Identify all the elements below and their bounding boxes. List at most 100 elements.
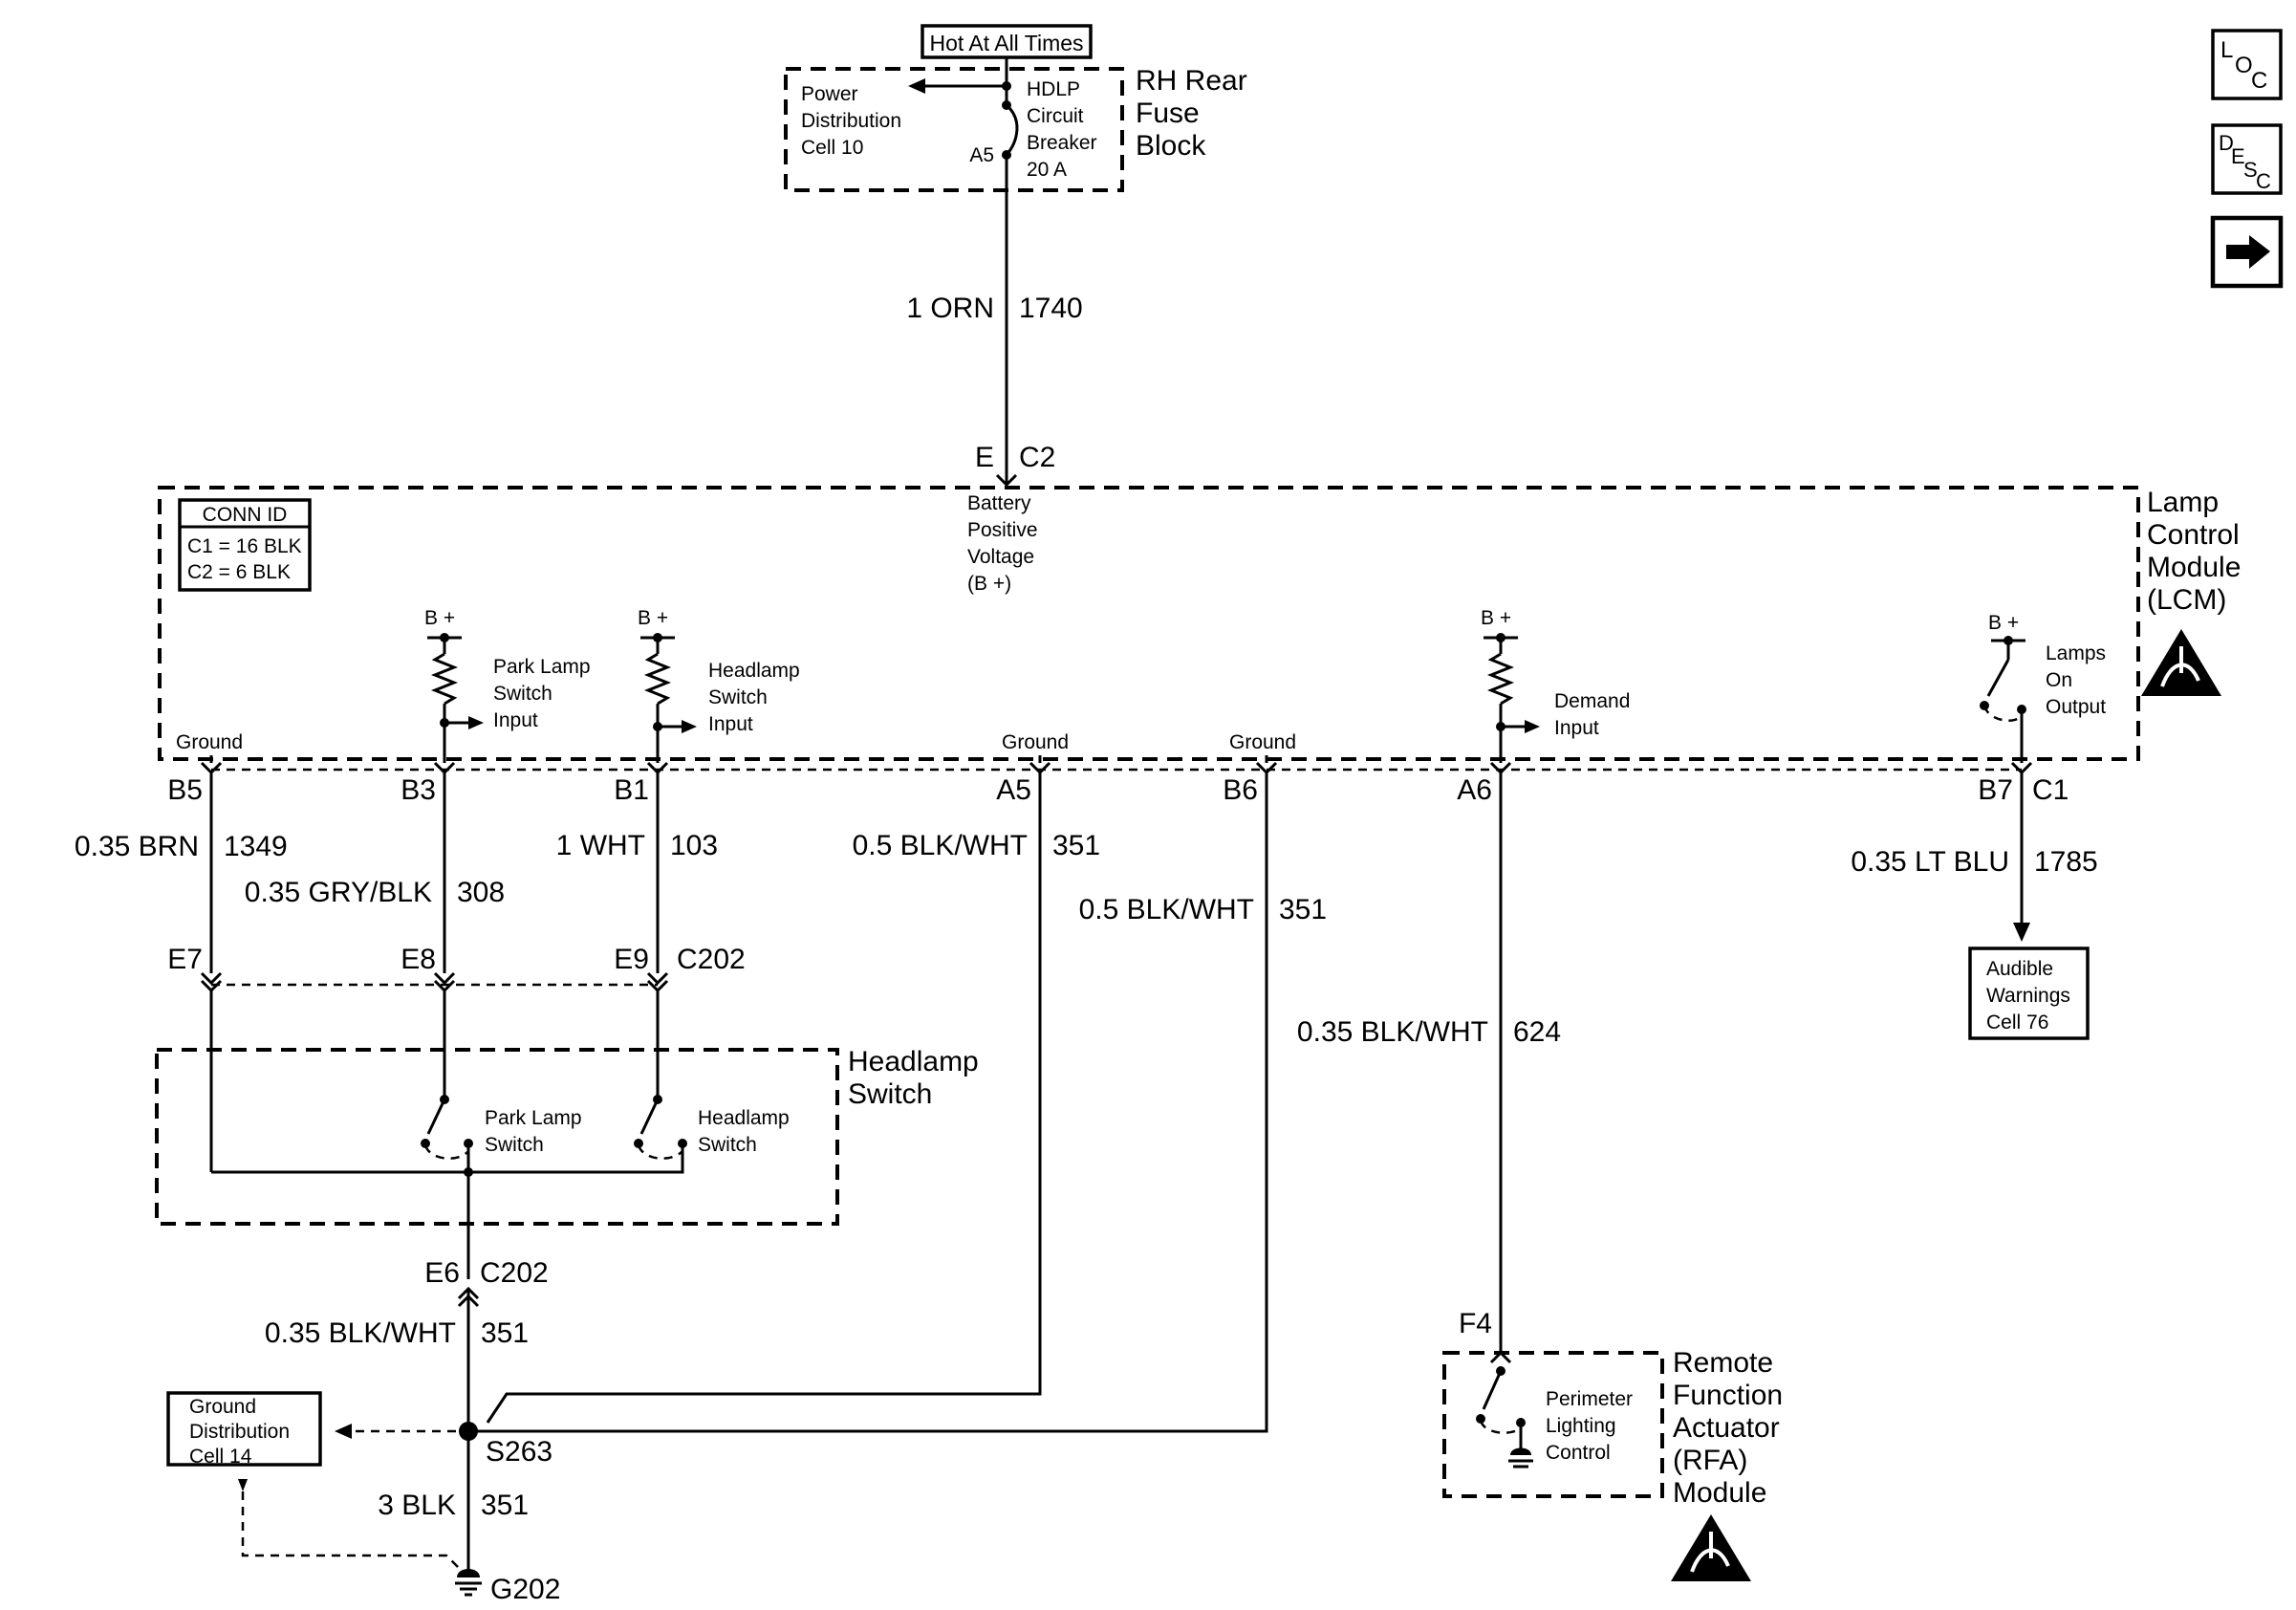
connector-c202-e6-label: C202: [480, 1257, 549, 1289]
wire-308-color: 0.35 GRY/BLK: [245, 877, 432, 908]
rfa-outline: [1442, 1351, 1664, 1498]
park-lamp-input: B + Park Lamp Switch Input: [424, 607, 596, 763]
pin-f4: F4: [1459, 1308, 1492, 1339]
esd-warning-icon: [1671, 1514, 1751, 1581]
wire-1785-color: 0.35 LT BLU: [1851, 846, 2009, 878]
next-button[interactable]: [2210, 215, 2284, 289]
power-distribution-label: Power Distribution Cell 10: [801, 83, 907, 159]
wire-351-ground-number: 351: [481, 1490, 529, 1521]
pin-b1: B1: [614, 774, 649, 806]
audible-warnings-box: Audible Warnings Cell 76: [1968, 946, 2090, 1040]
wire-1740-color: 1 ORN: [906, 293, 994, 324]
desc-letter-s: S: [2243, 158, 2258, 182]
bplus-label: B +: [638, 607, 668, 629]
ground-label-a5: Ground: [1002, 731, 1069, 753]
fuse-block: Hot At All Times RH Rear Fuse Block Powe…: [784, 24, 1247, 488]
wire-624-color: 0.35 BLK/WHT: [1297, 1016, 1488, 1048]
wire-351-ground-color: 3 BLK: [378, 1490, 456, 1521]
wire-308-number: 308: [457, 877, 505, 908]
wire-351-b6-color: 0.5 BLK/WHT: [1079, 894, 1254, 925]
wire-1740-number: 1740: [1019, 293, 1083, 324]
pin-b7: B7: [1978, 774, 2013, 806]
wire-1349-color: 0.35 BRN: [75, 831, 199, 862]
lamps-on-output: B + Lamps On Output: [1980, 612, 2112, 763]
pin-a5: A5: [996, 774, 1031, 806]
park-lamp-input-label: Park Lamp Switch Input: [493, 656, 596, 731]
wire-351-e6-number: 351: [481, 1317, 529, 1349]
headlamp-input-label: Headlamp Switch Input: [708, 660, 806, 735]
desc-letter-e: E: [2231, 144, 2245, 168]
wire-351-e6-color: 0.35 BLK/WHT: [265, 1317, 456, 1349]
ground-distribution-box: Ground Distribution Cell 14: [166, 1391, 461, 1569]
bplus-label: B +: [1988, 612, 2019, 634]
pin-a6: A6: [1457, 774, 1492, 806]
connector-c1-label: C1: [2032, 774, 2069, 806]
wire-351-a5-number: 351: [1052, 830, 1100, 861]
loc-letter-o: O: [2235, 53, 2253, 78]
pin-e-label: E: [975, 442, 994, 473]
pin-e9: E9: [614, 944, 649, 975]
hot-at-all-times-label: Hot At All Times: [929, 31, 1083, 55]
bplus-label: B +: [424, 607, 455, 629]
c1-pin-forks: [200, 761, 2033, 775]
ground-label-b6: Ground: [1229, 731, 1296, 753]
headlamp-switch-title: Headlamp Switch: [848, 1046, 986, 1110]
splice-label: S263: [486, 1436, 552, 1468]
location-button[interactable]: L O C: [2211, 29, 2283, 100]
headlamp-input: B + Headlamp Switch Input: [638, 607, 806, 763]
pin-b3: B3: [401, 774, 436, 806]
circuit-breaker-element: [1005, 103, 1019, 156]
arrow-right-icon: [2226, 235, 2270, 269]
bplus-label: B +: [1481, 607, 1511, 629]
ground-g202-icon: G202: [455, 1569, 560, 1605]
pin-e8: E8: [401, 944, 436, 975]
lcm-title: Lamp Control Module (LCM): [2147, 487, 2249, 616]
splice-s263: 0.35 BLK/WHT 351 S263 3 BLK 351: [265, 1289, 552, 1577]
battery-positive-label: Battery Positive Voltage (B +): [967, 492, 1043, 595]
connector-c202: E7 E8 E9 C202: [167, 944, 746, 993]
demand-input: B + Demand Input: [1481, 607, 1635, 763]
connector-c202-label: C202: [677, 944, 746, 975]
rfa-module: F4 Perimeter Lighting Control Remote Fun…: [1442, 1308, 1790, 1581]
audible-warnings-label: Audible Warnings Cell 76: [1986, 958, 2076, 1033]
headlamp-switch-outline: [155, 1048, 839, 1226]
wire-103-number: 103: [670, 830, 718, 861]
wire-103-color: 1 WHT: [556, 830, 645, 861]
park-lamp-switch-label: Park Lamp Switch: [485, 1107, 587, 1156]
fuse-block-outline: [784, 67, 1124, 192]
wire-351-b6: 0.5 BLK/WHT 351: [471, 772, 1327, 1433]
perimeter-lighting-label: Perimeter Lighting Control: [1546, 1388, 1638, 1464]
wire-351-a5-color: 0.5 BLK/WHT: [853, 830, 1028, 861]
pin-e7: E7: [167, 944, 203, 975]
c1-pin-labels: B5 B3 B1 A5 B6 A6 B7 C1: [167, 774, 2069, 806]
headlamp-switch-element-label: Headlamp Switch: [698, 1107, 795, 1156]
esd-warning-icon: [2141, 629, 2221, 696]
ground-g202-label: G202: [490, 1574, 560, 1605]
desc-letter-c: C: [2256, 169, 2271, 193]
breaker-label: HDLP Circuit Breaker 20 A: [1027, 78, 1102, 181]
lamps-on-output-label: Lamps On Output: [2046, 642, 2112, 718]
pin-a5-label: A5: [969, 144, 994, 166]
wire-624: 0.35 BLK/WHT 624: [1297, 772, 1561, 1353]
wire-624-number: 624: [1513, 1016, 1561, 1048]
wire-1785: 0.35 LT BLU 1785: [1851, 772, 2098, 942]
wire-103: 1 WHT 103: [556, 772, 718, 973]
wire-308: 0.35 GRY/BLK 308: [245, 772, 505, 973]
connector-c2-label: C2: [1019, 442, 1055, 473]
connector-c202-e6: E6 C202: [424, 1257, 549, 1308]
wire-1349: 0.35 BRN 1349: [75, 772, 288, 973]
loc-letter-c: C: [2251, 68, 2267, 94]
wire-351-b6-number: 351: [1279, 894, 1327, 925]
splice-dot: [459, 1422, 478, 1441]
pin-e6: E6: [424, 1257, 460, 1289]
ground-label-b5: Ground: [176, 731, 243, 753]
wire-351-a5: 0.5 BLK/WHT 351: [486, 772, 1100, 1424]
demand-input-label: Demand Input: [1554, 690, 1635, 739]
headlamp-switch: Headlamp Switch Park Lamp Switch Headlam…: [155, 990, 986, 1279]
conn-id-c2: C2 = 6 BLK: [187, 561, 291, 583]
conn-id-header: CONN ID: [203, 504, 288, 526]
rfa-title: Remote Function Actuator (RFA) Module: [1673, 1347, 1790, 1509]
description-button[interactable]: D E S C: [2211, 123, 2283, 195]
wire-1349-number: 1349: [224, 831, 288, 862]
